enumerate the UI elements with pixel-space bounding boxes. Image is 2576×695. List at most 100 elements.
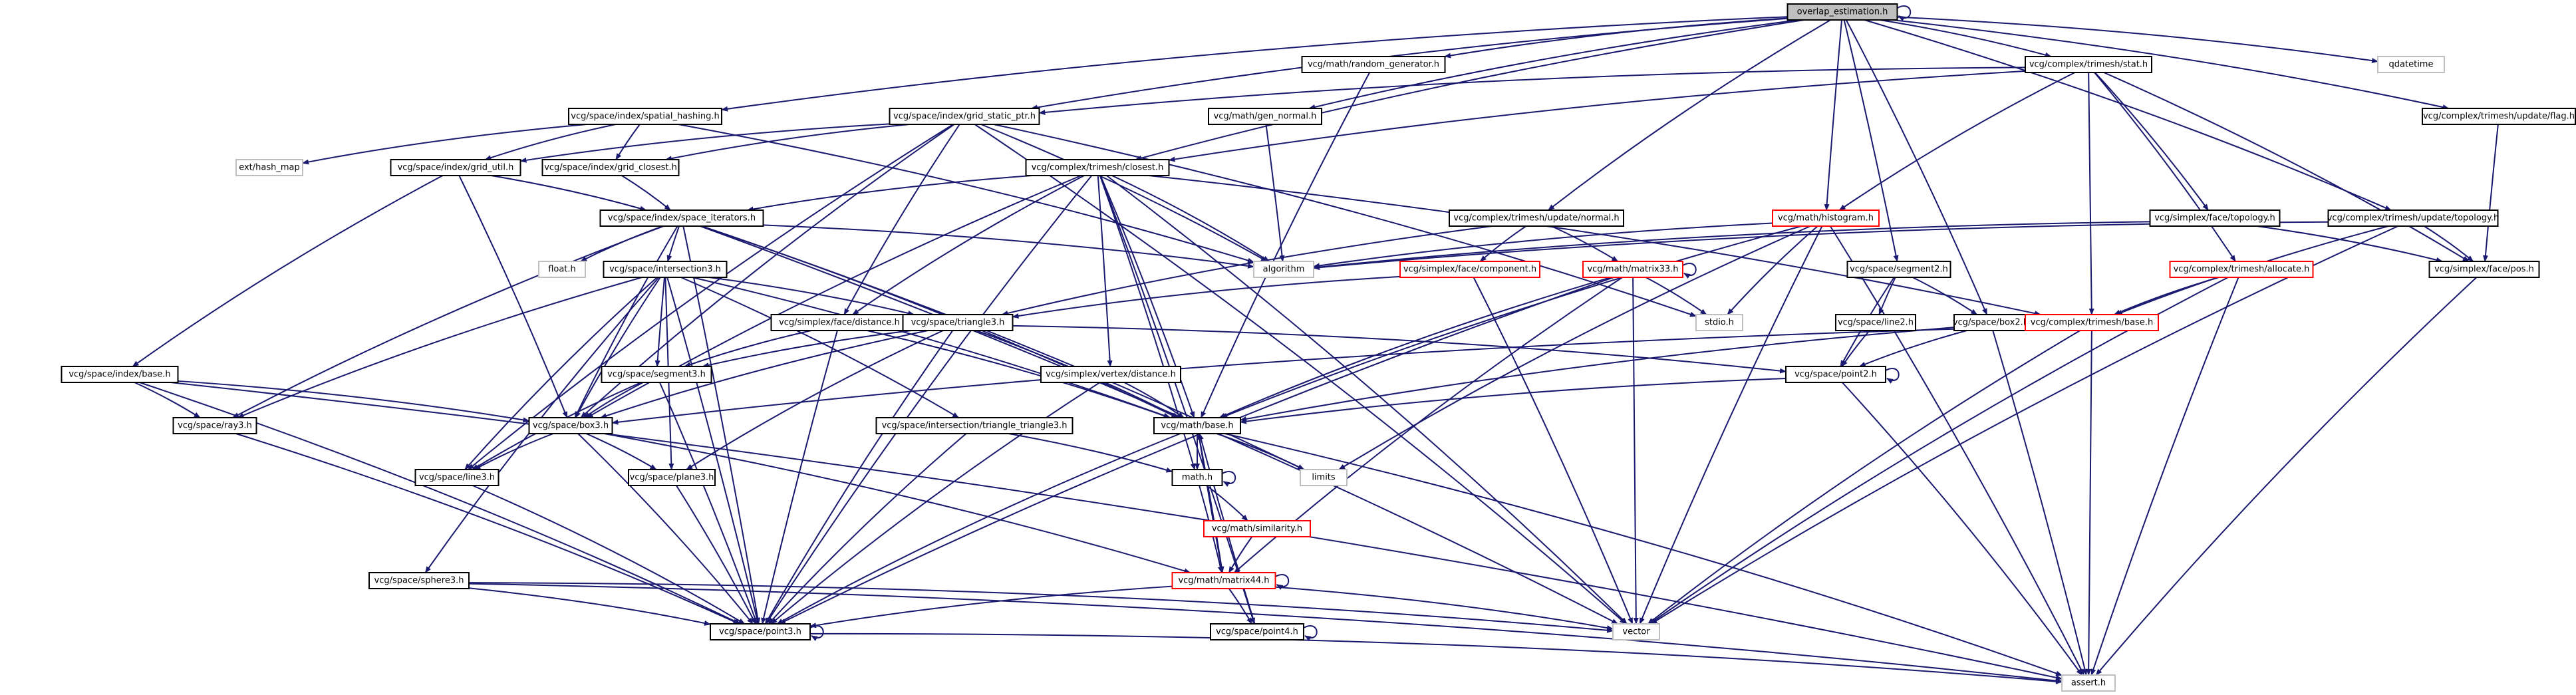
node-point3[interactable]: vcg/space/point3.h xyxy=(710,623,811,640)
node-update-flag[interactable]: vcg/complex/trimesh/update/flag.h xyxy=(2422,108,2576,125)
node-label: vcg/complex/trimesh/base.h xyxy=(2031,318,2153,328)
edge-closest-to-face_distance xyxy=(852,175,1085,315)
edge-root-to-stat xyxy=(1880,19,2052,58)
node-qdatetime[interactable]: qdatetime xyxy=(2377,56,2445,73)
edge-random_gen-to-math_base xyxy=(1200,72,1371,418)
node-label: vcg/math/gen_normal.h xyxy=(1214,112,1317,122)
node-label: overlap_estimation.h xyxy=(1797,7,1888,17)
node-box xyxy=(1203,520,1311,537)
node-limits[interactable]: limits xyxy=(1300,469,1348,486)
node-spatial-hashing[interactable]: vcg/space/index/spatial_hashing.h xyxy=(568,108,722,125)
edge-update_normal-to-matrix33 xyxy=(1551,225,1619,262)
edge-grid_static_ptr-to-vector xyxy=(974,124,1627,625)
node-face-distance[interactable]: vcg/simplex/face/distance.h xyxy=(770,314,909,331)
node-root[interactable]: overlap_estimation.h xyxy=(1787,3,1898,21)
node-matrix33[interactable]: vcg/math/matrix33.h xyxy=(1582,261,1683,278)
node-hash-map[interactable]: ext/hash_map xyxy=(235,159,303,176)
node-random-gen[interactable]: vcg/math/random_generator.h xyxy=(1301,56,1446,73)
node-segment2[interactable]: vcg/space/segment2.h xyxy=(1846,261,1951,278)
node-histogram[interactable]: vcg/math/histogram.h xyxy=(1772,209,1880,227)
node-box xyxy=(2025,314,2159,331)
edge-grid_static_ptr-to-grid_util xyxy=(519,123,890,163)
node-label: vcg/simplex/face/pos.h xyxy=(2434,265,2534,275)
node-grid-util[interactable]: vcg/space/index/grid_util.h xyxy=(390,159,521,176)
node-face-pos[interactable]: vcg/simplex/face/pos.h xyxy=(2428,261,2540,278)
edge-update_normal-to-triangle3 xyxy=(1001,225,1493,316)
edge-similarity-to-matrix44 xyxy=(1228,536,1253,573)
node-face-topology[interactable]: vcg/simplex/face/topology.h xyxy=(2149,209,2281,227)
node-stat[interactable]: vcg/complex/trimesh/stat.h xyxy=(2025,56,2152,73)
node-point2[interactable]: vcg/space/point2.h xyxy=(1785,366,1886,383)
node-stdio[interactable]: stdio.h xyxy=(1695,314,1743,331)
node-box3[interactable]: vcg/space/box3.h xyxy=(528,417,613,434)
node-grid-closest[interactable]: vcg/space/index/grid_closest.h xyxy=(541,159,680,176)
node-label: stdio.h xyxy=(1705,318,1734,328)
node-similarity[interactable]: vcg/math/similarity.h xyxy=(1203,520,1311,537)
node-vertex-distance[interactable]: vcg/simplex/vertex/distance.h xyxy=(1040,366,1181,383)
node-box xyxy=(1612,623,1660,640)
edge-space_iterators-to-intersection3 xyxy=(666,225,680,262)
node-line2[interactable]: vcg/space/line2.h xyxy=(1835,314,1916,331)
node-trimesh-base[interactable]: vcg/complex/trimesh/base.h xyxy=(2025,314,2159,331)
edge-closest-to-algorithm xyxy=(1111,175,1270,262)
node-label: vcg/space/index/grid_closest.h xyxy=(544,163,677,173)
edge-face_component-to-vector xyxy=(1473,277,1634,625)
node-label: qdatetime xyxy=(2389,60,2434,70)
node-ray3[interactable]: vcg/space/ray3.h xyxy=(172,417,257,434)
node-box xyxy=(1785,366,1886,383)
node-math-base[interactable]: vcg/math/base.h xyxy=(1153,417,1241,434)
node-update-normal[interactable]: vcg/complex/trimesh/update/normal.h xyxy=(1449,209,1624,227)
node-math-h[interactable]: math.h xyxy=(1171,469,1223,486)
edge-face_pos-to-assert xyxy=(2095,277,2478,676)
node-index-base[interactable]: vcg/space/index/base.h xyxy=(61,366,179,383)
node-box2[interactable]: vcg/space/box2.h xyxy=(1953,314,2029,331)
node-space-iterators[interactable]: vcg/space/index/space_iterators.h xyxy=(599,209,764,227)
edge-segment3-to-point3 xyxy=(658,382,758,625)
node-box xyxy=(1835,314,1916,331)
edge-triangle3-to-point2 xyxy=(1012,325,1787,374)
edge-stat-to-closest xyxy=(1168,70,2026,162)
node-segment3[interactable]: vcg/space/segment3.h xyxy=(601,366,712,383)
node-label: vcg/space/segment3.h xyxy=(607,370,706,380)
node-plane3[interactable]: vcg/space/plane3.h xyxy=(628,469,716,486)
edge-math_h-to-similarity xyxy=(1206,485,1248,521)
node-allocate[interactable]: vcg/complex/trimesh/allocate.h xyxy=(2169,261,2314,278)
node-assert[interactable]: assert.h xyxy=(2061,674,2116,692)
edge-stat-to-face_pos xyxy=(2103,72,2470,262)
node-box xyxy=(1953,314,2028,331)
edge-intersection3-to-box3 xyxy=(575,277,661,418)
edge-triangle3-to-point3 xyxy=(764,330,954,625)
node-label: float.h xyxy=(548,265,576,275)
node-grid-static-ptr[interactable]: vcg/space/index/grid_static_ptr.h xyxy=(889,108,1040,125)
edge-grid_static_ptr-to-grid_closest xyxy=(664,124,910,162)
node-box xyxy=(1787,3,1898,21)
edge-triangle3-to-box3 xyxy=(600,330,929,418)
node-box xyxy=(1695,314,1743,331)
node-matrix44[interactable]: vcg/math/matrix44.h xyxy=(1171,572,1276,589)
node-float-h[interactable]: float.h xyxy=(538,261,586,278)
edge-trimesh_base-to-box3 xyxy=(611,326,2026,425)
edge-face_distance-to-segment3 xyxy=(684,330,811,367)
edge-matrix44-to-point3 xyxy=(809,585,1173,628)
node-box xyxy=(235,159,303,176)
node-point4[interactable]: vcg/space/point4.h xyxy=(1210,623,1304,640)
edge-point3-to-assert xyxy=(809,632,2063,684)
node-tri-tri3[interactable]: vcg/space/intersection/triangle_triangle… xyxy=(875,417,1073,434)
node-label: vcg/complex/trimesh/closest.h xyxy=(1032,163,1164,173)
node-line3[interactable]: vcg/space/line3.h xyxy=(414,469,500,486)
node-sphere3[interactable]: vcg/space/sphere3.h xyxy=(368,572,470,589)
node-closest[interactable]: vcg/complex/trimesh/closest.h xyxy=(1025,159,1170,176)
edge-segment2-to-line2 xyxy=(1878,277,1896,315)
edge-root-to-closest xyxy=(1135,19,1804,161)
node-face-component[interactable]: vcg/simplex/face/component.h xyxy=(1399,261,1540,278)
node-gen-normal[interactable]: vcg/math/gen_normal.h xyxy=(1208,108,1322,125)
node-triangle3[interactable]: vcg/space/triangle3.h xyxy=(902,314,1014,331)
node-update-topology[interactable]: vcg/complex/trimesh/update/topology.h xyxy=(2327,209,2500,227)
node-intersection3[interactable]: vcg/space/intersection3.h xyxy=(603,261,728,278)
edge-histogram-to-math_base xyxy=(1220,225,1802,418)
edge-space_iterators-to-algorithm xyxy=(763,224,1254,269)
node-vector[interactable]: vector xyxy=(1612,623,1660,640)
node-label: vcg/complex/trimesh/update/flag.h xyxy=(2423,112,2575,122)
node-algorithm[interactable]: algorithm xyxy=(1253,261,1314,278)
edge-box3-to-point3 xyxy=(577,433,754,625)
